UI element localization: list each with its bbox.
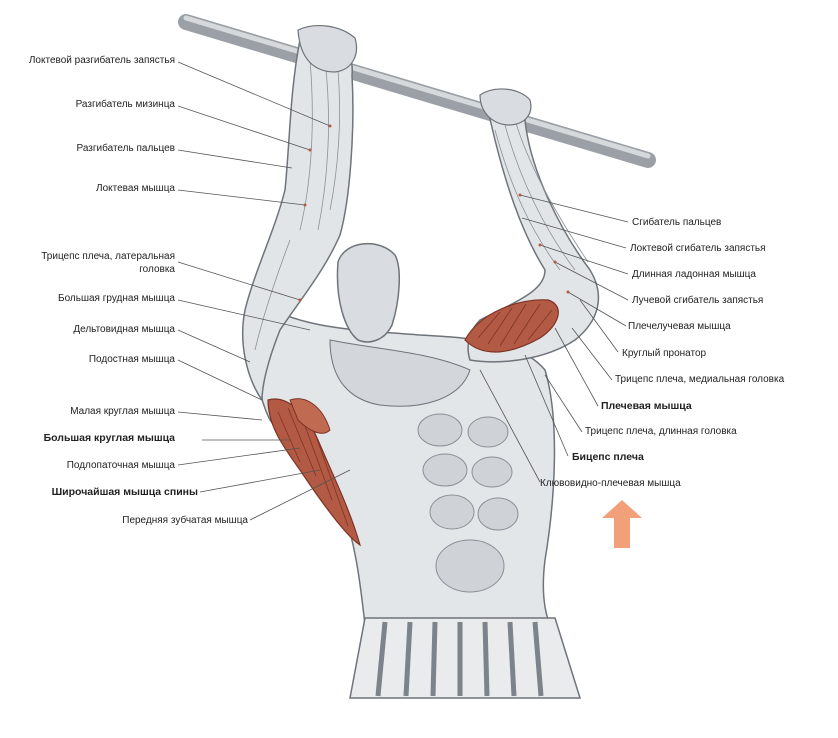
highlighted-muscles: [267, 299, 559, 547]
chest: [329, 339, 471, 407]
label-infraspinatus: Подостная мышца: [88, 354, 175, 365]
label-serratus-anterior: Передняя зубчатая мышца: [122, 515, 248, 526]
label-coracobrachialis: Клювовидно-плечевая мышца: [540, 478, 681, 489]
label-pectoralis-major: Большая грудная мышца: [58, 293, 175, 304]
up-arrow-icon: [602, 500, 642, 548]
label-brachialis: Плечевая мышца: [601, 400, 692, 412]
label-anconeus: Локтевая мышца: [96, 183, 175, 194]
head: [336, 242, 401, 343]
label-teres-minor: Малая круглая мышца: [70, 406, 175, 417]
label-extensor-digiti-minimi: Разгибатель мизинца: [75, 99, 175, 110]
label-flexor-carpi-ulnaris: Локтевой сгибатель запястья: [630, 243, 766, 254]
label-brachioradialis: Плечелучевая мышца: [628, 321, 731, 332]
left-arm: [241, 36, 354, 403]
label-biceps-brachii: Бицепс плеча: [572, 451, 644, 463]
label-extensor-carpi-ulnaris: Локтевой разгибатель запястья: [28, 55, 175, 66]
label-latissimus-dorsi: Широчайшая мышца спины: [51, 486, 198, 498]
label-deltoid: Дельтовидная мышца: [73, 324, 175, 335]
label-flexor-carpi-radialis: Лучевой сгибатель запястья: [632, 295, 764, 306]
right-arm: [467, 95, 600, 363]
label-teres-major: Большая круглая мышца: [43, 432, 175, 444]
left-hand: [297, 24, 357, 73]
brachialis-muscle: [464, 299, 559, 353]
teres-major-muscle: [289, 398, 331, 434]
label-flexor-digitorum: Сгибатель пальцев: [632, 217, 722, 228]
label-triceps-medial-head: Трицепс плеча, медиальная головка: [615, 374, 785, 385]
label-triceps-lateral-head: Трицепс плеча, латеральная головка: [41, 251, 175, 275]
label-palmaris-longus: Длинная ладонная мышца: [632, 269, 756, 280]
leader-lines-right: [479, 194, 629, 483]
right-hand: [479, 88, 532, 126]
label-extensor-digitorum: Разгибатель пальцев: [76, 143, 175, 154]
pullup-bar: [178, 14, 656, 168]
label-pronator-teres: Круглый пронатор: [622, 348, 707, 359]
abdominal-muscles: [417, 413, 519, 593]
label-subscapularis: Подлопаточная мышца: [66, 460, 175, 471]
label-triceps-long-head: Трицепс плеча, длинная головка: [585, 426, 737, 437]
leader-lines-left: [177, 61, 351, 521]
